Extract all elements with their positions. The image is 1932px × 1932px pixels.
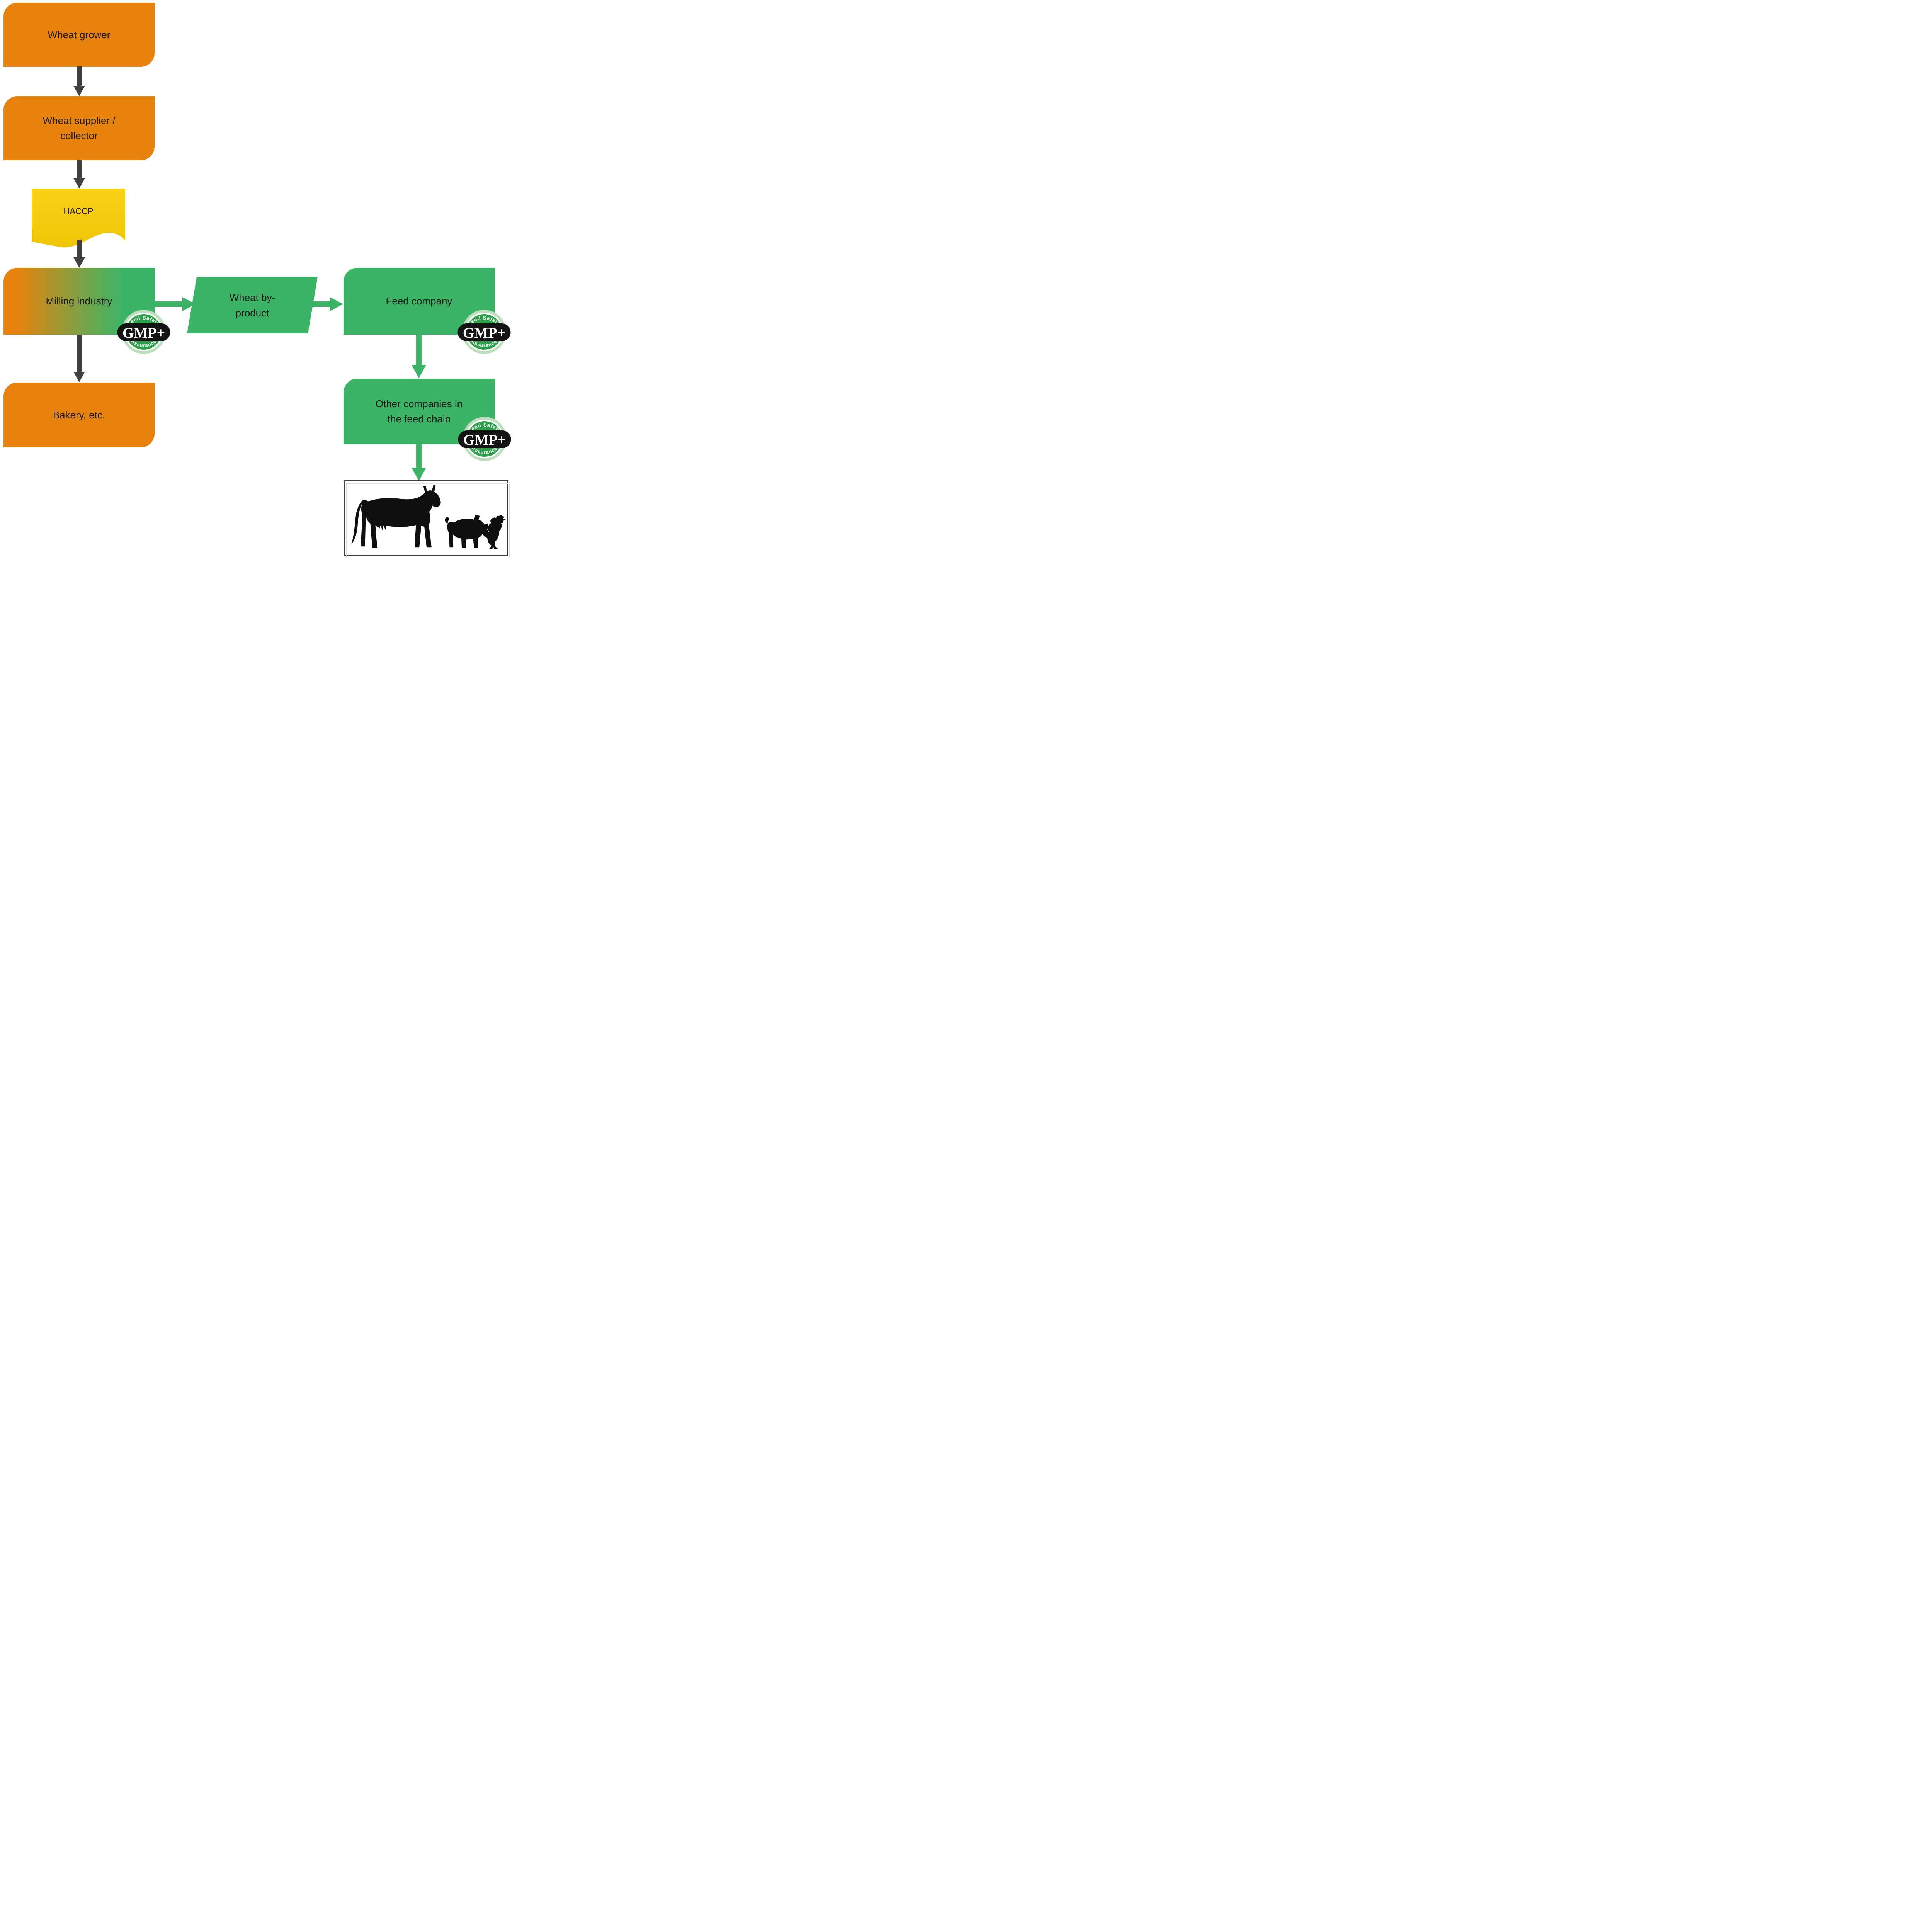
gmp-badge-milling: [117, 310, 170, 354]
arrow-feed-to-other-head: [412, 365, 426, 378]
arrow-haccp-to-milling-shaft: [77, 240, 82, 258]
arrow-grower-to-supplier-head: [73, 86, 85, 96]
arrow-grower-to-supplier-shaft: [77, 66, 82, 87]
pig-icon: [445, 515, 488, 548]
node-wheat-by-product-label: Wheat by- product: [229, 291, 276, 319]
node-bakery: Bakery, etc.: [3, 383, 155, 447]
node-other-companies-label: Other companies in the feed chain: [375, 398, 463, 425]
gmp-badge-other-companies: [458, 417, 511, 461]
node-haccp-label: HACCP: [63, 206, 94, 216]
node-milling-industry-label: Milling industry: [46, 295, 112, 307]
node-wheat-by-product: Wheat by- product: [187, 277, 318, 333]
arrow-byproduct-to-feed-head: [330, 297, 343, 311]
node-wheat-supplier: Wheat supplier / collector: [3, 96, 155, 160]
arrow-byproduct-to-feed-shaft: [308, 301, 331, 307]
arrow-feed-to-other-shaft: [416, 335, 422, 366]
node-wheat-supplier-label: Wheat supplier / collector: [43, 115, 116, 141]
cow-icon: [351, 485, 441, 548]
node-feed-company-label: Feed company: [386, 295, 452, 307]
arrow-supplier-to-haccp-shaft: [77, 160, 82, 179]
rooster-icon: [482, 515, 506, 549]
node-wheat-grower-label: Wheat grower: [48, 29, 111, 41]
flowchart-canvas: Feed Safety Assurance GMP+ Wheat grower …: [0, 0, 513, 558]
arrow-milling-to-bakery-shaft: [77, 335, 82, 372]
livestock-silhouettes: [351, 485, 506, 549]
arrow-milling-to-bakery-head: [73, 372, 85, 382]
arrow-other-to-livestock-shaft: [416, 444, 422, 468]
document-shape: [32, 189, 125, 248]
arrow-milling-to-byproduct-shaft: [155, 301, 183, 307]
arrow-haccp-to-milling-head: [73, 257, 85, 268]
node-bakery-label: Bakery, etc.: [53, 409, 105, 421]
node-haccp: HACCP: [32, 189, 125, 250]
livestock-image: [344, 480, 510, 558]
arrow-supplier-to-haccp-head: [73, 178, 85, 189]
node-milling-industry: Milling industry: [3, 268, 155, 335]
gmp-badge-feed-company: [457, 310, 511, 354]
arrow-other-to-livestock-head: [412, 468, 426, 481]
node-wheat-grower: Wheat grower: [3, 3, 155, 67]
